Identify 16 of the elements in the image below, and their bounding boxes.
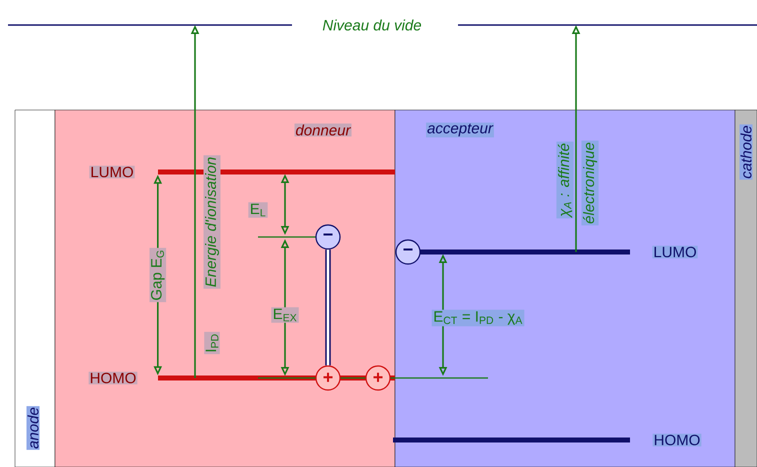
edge-label: Gap E$_{G}$ [150,248,166,302]
level-label: HOMO [652,434,702,446]
level-label: LUMO [89,166,135,178]
energy-label: E$_{L}$ [248,202,268,218]
cathode-band: cathode [734,110,757,467]
energy-label: E$_{CT}$ = I$_{PD}$ - χ$_{A}$ [432,310,524,326]
exciton-line [325,250,331,366]
energy-label: E$_{EX}$ [271,307,299,323]
energy-label: Niveau du vide [320,18,424,32]
energy-label: Energie d'ionisation [204,155,220,289]
energy-label: électronique [581,140,599,226]
energy-label: I$_{PD}$ [204,332,220,354]
level-label: HOMO [88,372,138,384]
energy-label: χ$_{A}$ : affinité [556,142,574,218]
level-label: LUMO [652,246,698,258]
anode-band: anode [14,110,56,467]
